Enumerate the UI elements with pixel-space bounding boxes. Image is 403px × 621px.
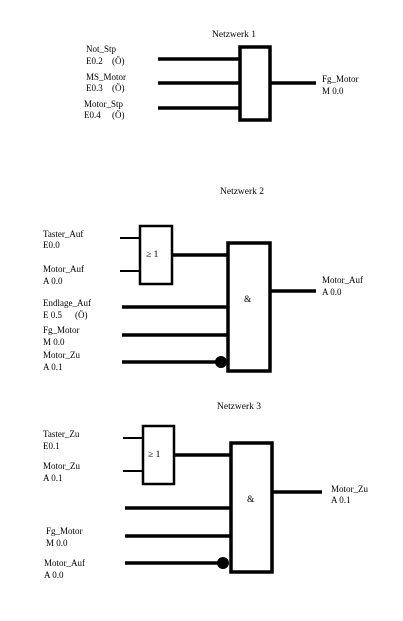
input-name: Motor_Auf [44,558,85,568]
input-name: Fg_Motor [43,325,80,335]
network-1: Netzwerk 1 Not_Stp E0.2 (Ö) MS_Motor E0.… [84,30,359,122]
output-address: A 0.0 [322,287,342,297]
and-gate-box [229,441,274,574]
network-2: Netzwerk 2 Taster_Auf E0.0 Motor_Auf A 0… [43,187,363,373]
input-address: A 0.1 [43,473,63,483]
input-address: E 0.5 [43,310,62,320]
input-suffix: (Ö) [112,56,125,66]
input-name: Taster_Zu [43,429,80,439]
network-1-title: Netzwerk 1 [212,30,256,40]
input-name: Motor_Zu [43,461,80,471]
input-name: Endlage_Auf [43,298,91,308]
network-1-output: Fg_Motor M 0.0 [322,74,359,96]
network-3: Netzwerk 3 Taster_Zu E0.1 Motor_Zu A 0.1… [43,402,368,580]
input-name: Not_Stp [86,44,117,54]
input-address: E0.1 [43,441,60,451]
and-gate-symbol: & [244,295,252,305]
or-gate-box [141,424,176,486]
gate-box [238,45,272,122]
network-2-input-fg-motor: Fg_Motor M 0.0 [43,325,80,347]
input-name: Motor_Auf [43,264,84,274]
network-3-title: Netzwerk 3 [217,402,261,412]
network-3-input-fg-motor: Fg_Motor M 0.0 [46,526,83,548]
input-address: A 0.1 [43,362,63,372]
network-3-input-motor-auf: Motor_Auf A 0.0 [44,558,85,580]
and-gate-symbol: & [247,495,255,505]
input-address: M 0.0 [46,538,68,548]
output-address: A 0.1 [331,495,351,505]
negation-dot [215,356,227,368]
input-address: A 0.0 [44,570,64,580]
and-gate-box [226,241,272,373]
network-3-input-motor-zu: Motor_Zu A 0.1 [43,461,80,483]
network-3-input-taster-zu: Taster_Zu E0.1 [43,429,80,451]
input-address: E0.2 [86,56,103,66]
input-name: Taster_Auf [43,229,83,239]
output-address: M 0.0 [322,86,344,96]
or-gate-box [138,224,174,286]
input-address: E0.3 [86,83,103,93]
output-name: Fg_Motor [322,74,359,84]
input-name: Fg_Motor [46,526,83,536]
network-2-input-endlage-auf: Endlage_Auf E 0.5 (Ö) [43,298,91,320]
input-name: Motor_Stp [84,99,124,109]
input-name: Motor_Zu [43,350,80,360]
or-gate-symbol: ≥ 1 [146,250,159,260]
input-suffix: (Ö) [75,310,88,320]
input-suffix: (Ö) [112,83,125,93]
network-1-input-ms-motor: MS_Motor E0.3 (Ö) [86,72,126,93]
network-2-input-motor-auf: Motor_Auf A 0.0 [43,264,84,286]
network-2-input-motor-zu: Motor_Zu A 0.1 [43,350,80,372]
network-2-output: Motor_Auf A 0.0 [322,275,363,297]
output-name: Motor_Auf [322,275,363,285]
input-address: E0.4 [84,110,101,120]
input-suffix: (Ö) [112,110,125,120]
input-address: M 0.0 [43,337,65,347]
output-name: Motor_Zu [331,484,368,494]
network-1-input-motor-stp: Motor_Stp E0.4 (Ö) [84,99,125,120]
or-gate-symbol: ≥ 1 [148,450,161,460]
input-address: A 0.0 [43,276,63,286]
network-1-input-not-stp: Not_Stp E0.2 (Ö) [86,44,125,66]
network-2-title: Netzwerk 2 [220,187,264,197]
input-name: MS_Motor [86,72,126,82]
network-2-input-taster-auf: Taster_Auf E0.0 [43,229,83,250]
network-3-output: Motor_Zu A 0.1 [331,484,368,505]
input-address: E0.0 [43,240,60,250]
negation-dot [217,557,229,569]
